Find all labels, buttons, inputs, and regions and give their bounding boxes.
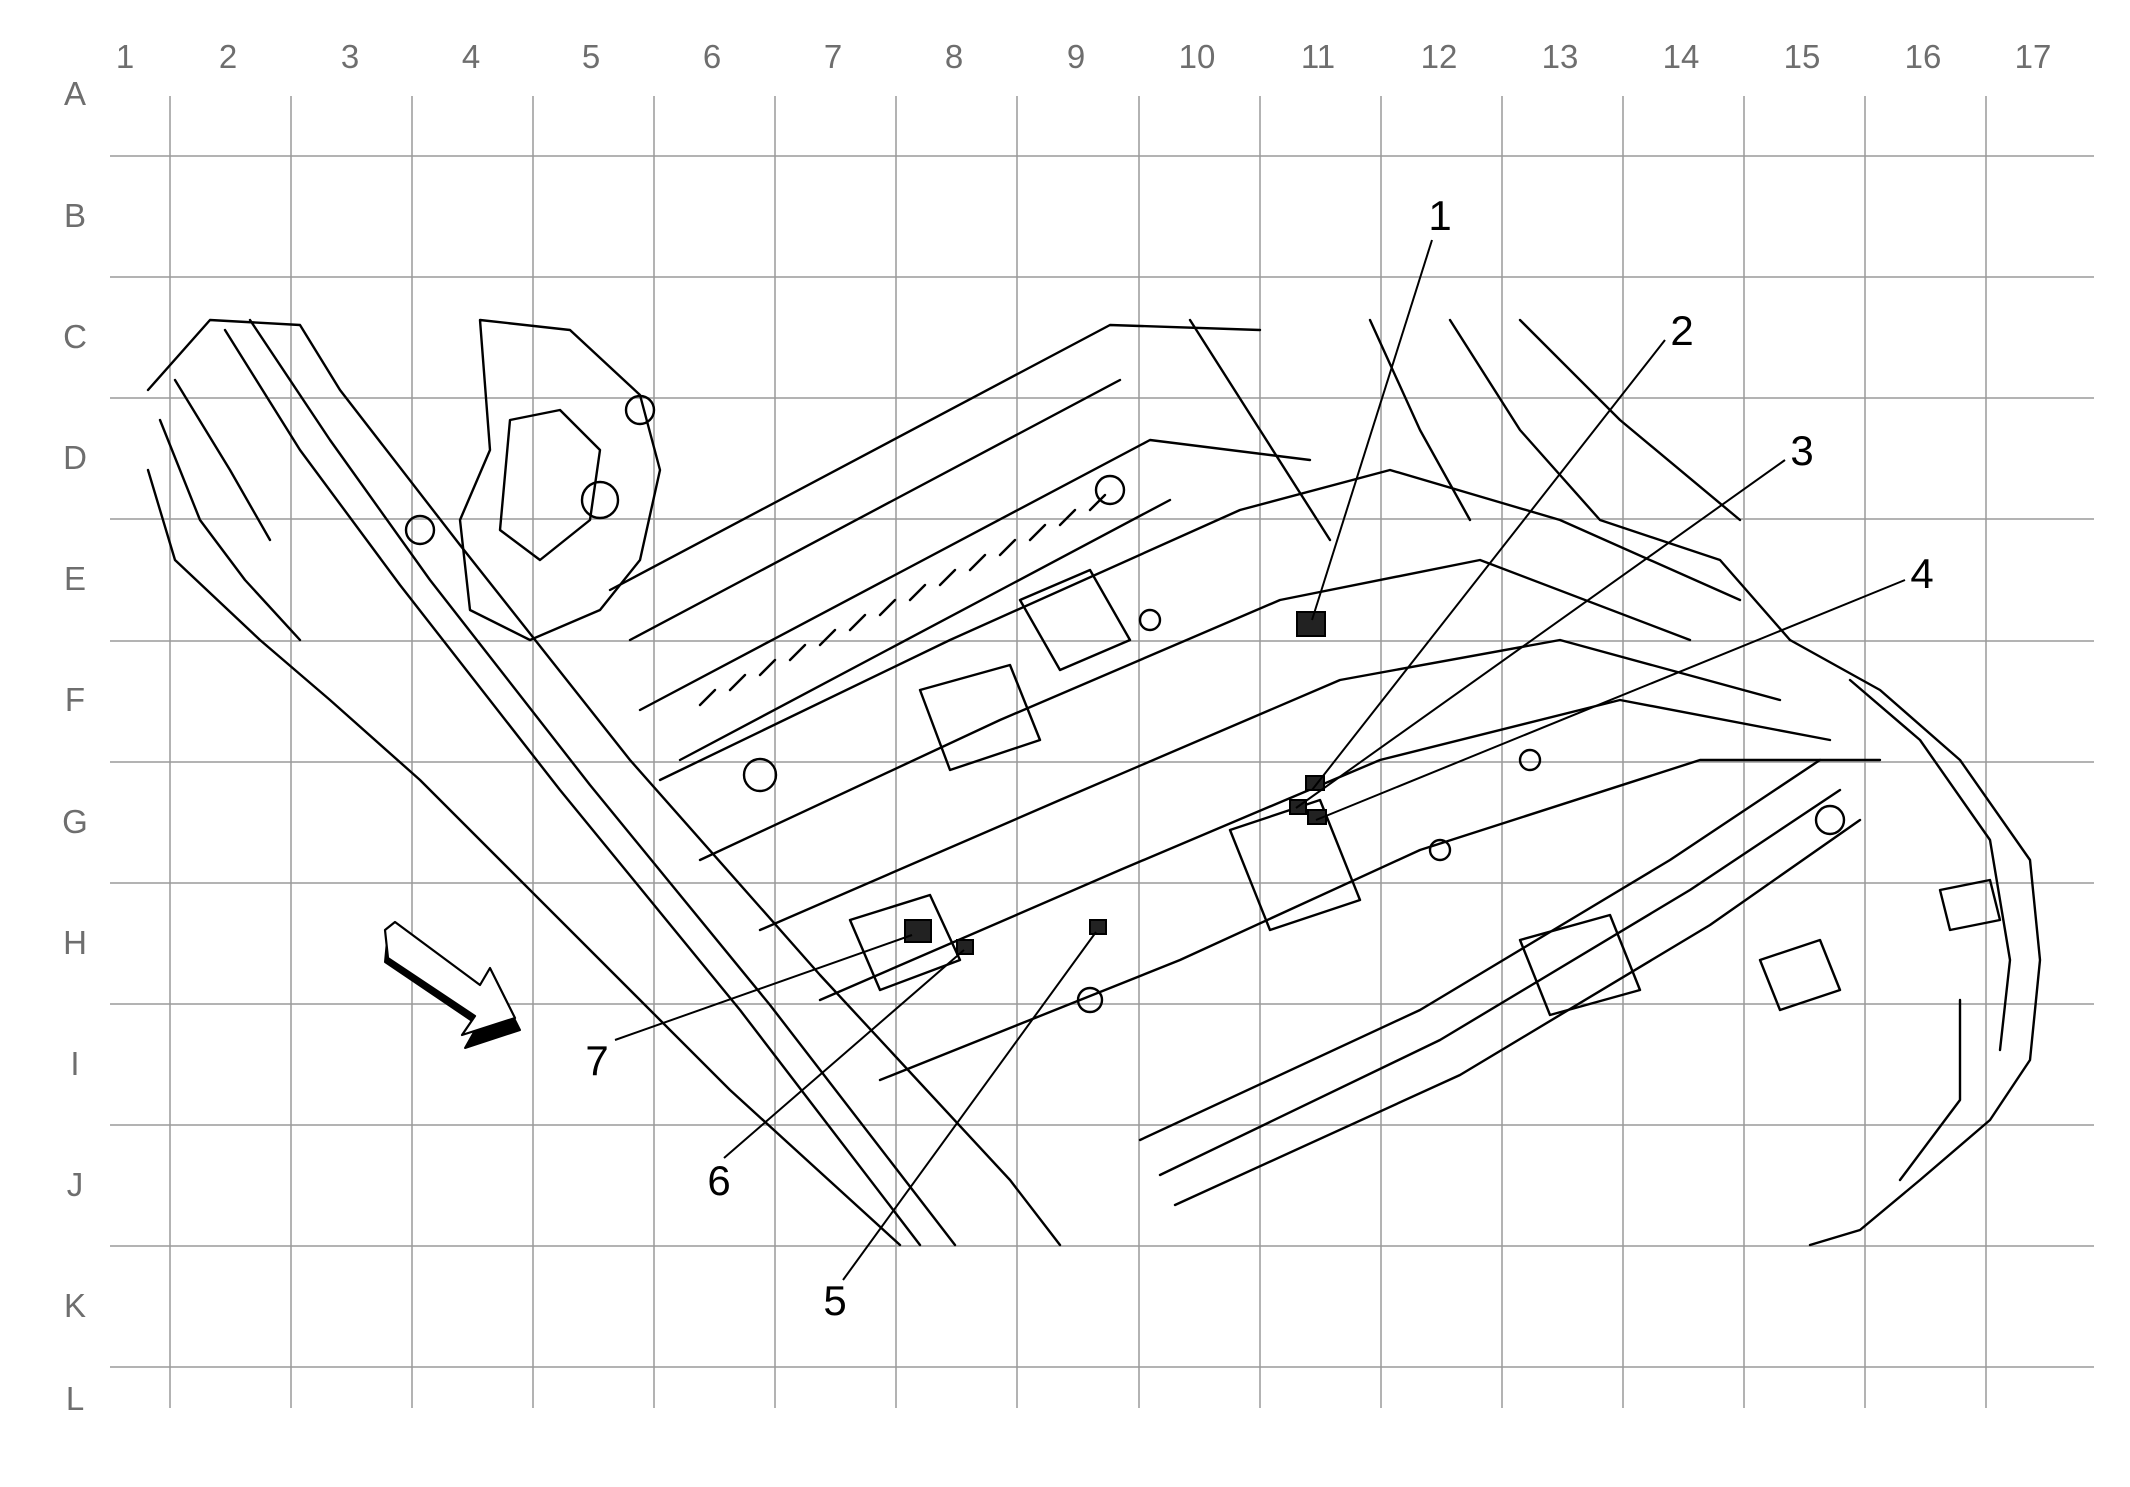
row-label: G	[62, 803, 88, 840]
row-labels: A B C D E F G H I J K L	[62, 75, 88, 1417]
row-label: B	[64, 197, 86, 234]
callout-leader-4	[1315, 579, 1906, 821]
column-label: 15	[1784, 38, 1821, 75]
column-label: 17	[2015, 38, 2052, 75]
column-label: 16	[1905, 38, 1942, 75]
front-direction-arrow-icon	[383, 920, 521, 1049]
callout-leader-7	[614, 934, 913, 1041]
column-label: 8	[945, 38, 963, 75]
row-label: E	[64, 560, 86, 597]
connector-components	[904, 611, 1327, 955]
row-label: C	[63, 318, 87, 355]
column-label: 12	[1421, 38, 1458, 75]
row-label: J	[67, 1166, 84, 1203]
grid-lines	[110, 96, 2094, 1408]
callout-leader-3	[1295, 459, 1786, 809]
column-label: 4	[462, 38, 480, 75]
connector-5-shape	[1089, 919, 1107, 935]
column-label: 5	[582, 38, 600, 75]
column-label: 14	[1663, 38, 1700, 75]
callout-2: 2	[1670, 307, 1693, 354]
column-label: 10	[1179, 38, 1216, 75]
callout-leader-5	[842, 931, 1097, 1281]
column-label: 6	[703, 38, 721, 75]
callout-leader-2	[1311, 339, 1666, 791]
row-label: L	[66, 1380, 84, 1417]
callout-3: 3	[1790, 427, 1813, 474]
callout-numbers: 1 2 3 4 5 6 7	[585, 192, 1933, 1324]
column-label: 9	[1067, 38, 1085, 75]
callout-5: 5	[823, 1277, 846, 1324]
connector-7-shape	[904, 919, 932, 943]
callout-6: 6	[707, 1157, 730, 1204]
callout-leaders	[614, 239, 1906, 1281]
callout-1: 1	[1428, 192, 1451, 239]
row-label: A	[64, 75, 86, 112]
column-label: 2	[219, 38, 237, 75]
row-label: D	[63, 439, 87, 476]
column-label: 1	[116, 38, 134, 75]
column-label: 13	[1542, 38, 1579, 75]
row-label: F	[65, 681, 85, 718]
callout-leader-1	[1311, 239, 1433, 621]
column-label: 7	[824, 38, 842, 75]
column-label: 3	[341, 38, 359, 75]
connector-6-shape	[956, 939, 974, 955]
column-labels: 1 2 3 4 5 6 7 8 9 10 11 12 13 14 15 16 1…	[116, 38, 2052, 75]
callout-leader-6	[723, 949, 965, 1159]
connector-1-shape	[1296, 611, 1326, 637]
vehicle-underbody-drawing	[146, 318, 2042, 1247]
row-label: K	[64, 1287, 86, 1324]
row-label: I	[70, 1045, 79, 1082]
row-label: H	[63, 924, 87, 961]
callout-4: 4	[1910, 550, 1933, 597]
callout-7: 7	[585, 1037, 608, 1084]
column-label: 11	[1301, 38, 1335, 75]
